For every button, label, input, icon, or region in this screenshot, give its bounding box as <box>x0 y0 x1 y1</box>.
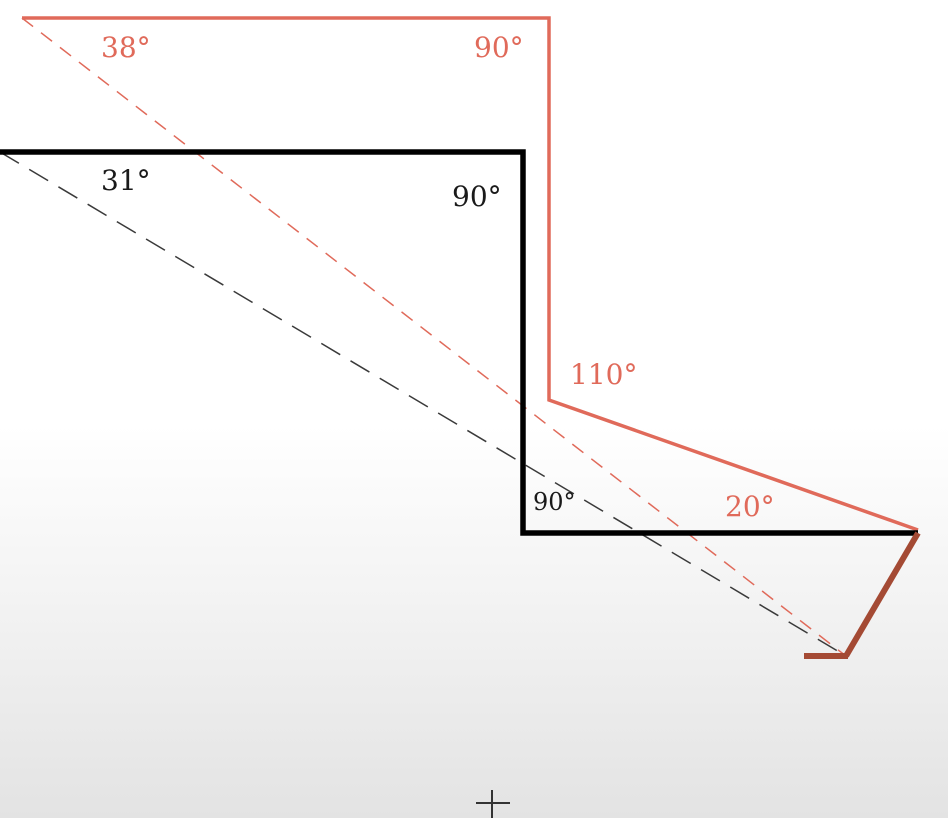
black-angle-top-left: 31° <box>101 164 151 197</box>
crosshair-cursor-icon <box>476 790 510 818</box>
red-angle-lower-right: 20° <box>725 490 775 523</box>
red-angle-top-right: 90° <box>474 31 524 64</box>
red-path <box>22 16 919 532</box>
black-dashed-diagonal <box>0 151 847 657</box>
red-angle-middle-corner: 110° <box>570 358 638 391</box>
red-dashed-diagonal <box>21 17 847 657</box>
black-angle-top-right: 90° <box>452 180 502 213</box>
black-angle-bottom-corner: 90° <box>533 488 576 516</box>
end-diagonal-segment <box>843 531 921 658</box>
red-angle-top-left: 38° <box>101 31 151 64</box>
black-path <box>0 149 918 536</box>
